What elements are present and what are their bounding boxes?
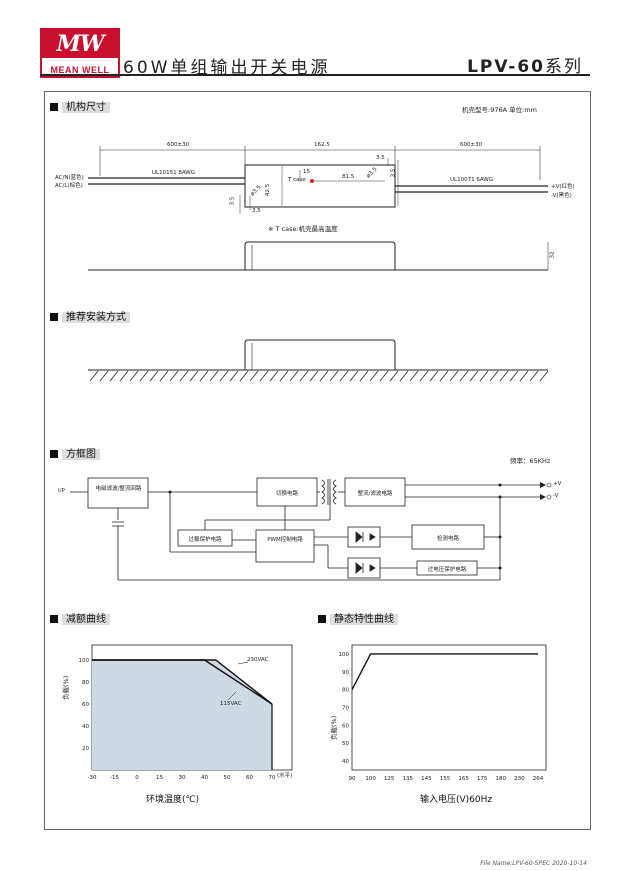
static-ytick: 50: [342, 741, 349, 747]
spec-frame: [44, 91, 591, 830]
static-xlabel: 输入电压(V)60Hz: [420, 795, 493, 805]
static-ytick: 80: [342, 688, 349, 694]
output-vplus: +V: [553, 481, 562, 487]
derating-area: [92, 660, 272, 770]
tcase-label: T case: [288, 177, 306, 183]
label-leader-115: [227, 691, 237, 701]
case-info: 机壳型号:976A 单位:mm: [462, 106, 537, 114]
vminus-label: -V(黑色): [551, 193, 572, 199]
acl-label: AC/L(棕色): [55, 183, 83, 189]
derating-xtick: 70: [269, 775, 276, 781]
section-derating: 减额曲线: [50, 610, 110, 625]
static-xtick: 165: [458, 776, 469, 782]
static-xtick: 90: [349, 776, 356, 782]
static-ytick: 100: [339, 652, 350, 658]
ovp-block: 过电压保护电路: [427, 567, 467, 573]
switching-block: 切换电路: [275, 491, 298, 497]
switching-frequency: 频率：65KHz: [510, 457, 551, 465]
static-ytick: 90: [342, 670, 349, 676]
meanwell-logo: MW MEAN WELL: [40, 28, 120, 78]
static-xtick: 155: [440, 776, 451, 782]
static-ytick: 60: [342, 723, 349, 729]
rectifier-block: 整流/滤波电路: [357, 491, 393, 497]
derating-xlabel: 环境温度(℃): [146, 795, 200, 805]
derating-xtick: -15: [110, 775, 119, 781]
static-xtick: 145: [421, 776, 432, 782]
derating-xtick: 30: [179, 775, 186, 781]
label-115vac: 115VAC: [220, 701, 242, 707]
label-230vac: 230VAC: [247, 657, 269, 663]
detection-block: 检测电路: [436, 536, 459, 542]
section-block-diagram: 方框图: [50, 445, 100, 460]
series-model: LPV-60: [467, 57, 545, 77]
tcase-point: [310, 179, 314, 183]
olp-block: 过载保护电路: [188, 537, 222, 543]
derating-xtick: 15: [156, 775, 163, 781]
section-static: 静态特性曲线: [318, 610, 398, 625]
derating-ytick: 40: [82, 724, 89, 730]
dim-815: 81.5: [342, 174, 355, 180]
static-ytick: 40: [342, 759, 349, 765]
cable-left-spec: UL10151 8AWG: [152, 170, 195, 176]
static-xtick: 175: [477, 776, 488, 782]
derating-xtick: 0: [135, 775, 139, 781]
static-xtick: 125: [384, 776, 395, 782]
logo-mark: MW: [42, 30, 118, 58]
dim-15: 15: [303, 169, 310, 175]
derating-ytick: 60: [82, 702, 89, 708]
header-rule: [40, 74, 590, 76]
dim-35-top: 3.5: [376, 155, 385, 161]
input-label: I/P: [58, 488, 65, 494]
acn-label: AC/N(蓝色): [55, 175, 84, 181]
section-mounting: 推荐安装方式: [50, 308, 130, 323]
label-leader-230: [237, 661, 249, 665]
static-xtick: 100: [365, 776, 376, 782]
static-xtick: 264: [533, 776, 544, 782]
tcase-note: ※ T case:机壳最高温度: [268, 225, 338, 233]
derating-ytick: 20: [82, 746, 89, 752]
derating-xunit: (水平): [277, 773, 293, 779]
static-xtick: 180: [496, 776, 507, 782]
derating-xtick: 60: [246, 775, 253, 781]
section-mechanical: 机构尺寸: [50, 98, 110, 113]
series-title: LPV-60系列: [467, 52, 583, 77]
output-vminus: -V: [553, 493, 559, 499]
pwm-block: PWM控制电路: [267, 537, 303, 543]
derating-xtick: 50: [224, 775, 231, 781]
series-suffix: 系列: [545, 57, 583, 77]
dim-35-bottom: 3.5: [252, 208, 261, 214]
logo-wordmark: MEAN WELL: [50, 65, 110, 75]
dim-body-length: 162.5: [314, 142, 330, 148]
page-title: 60W单组输出开关电源: [123, 58, 331, 78]
mounting-surface-hatch: [89, 370, 549, 382]
dim-left-cable: 600±30: [167, 142, 190, 148]
static-xtick: 135: [403, 776, 414, 782]
vplus-label: +V(红色): [551, 184, 575, 190]
derating-ytick: 80: [82, 680, 89, 686]
derating-ytick: 100: [79, 658, 90, 664]
dim-right-cable: 600±30: [460, 142, 483, 148]
derating-xtick: 40: [201, 775, 208, 781]
footer-filename: File Name:LPV-60-SPEC 2020-10-14: [480, 860, 587, 867]
derating-xtick: -30: [88, 775, 97, 781]
static-ytick: 70: [342, 706, 349, 712]
cable-right-spec: UL10071 6AWG: [450, 177, 493, 183]
static-plot-area: [351, 644, 547, 771]
static-xtick: 230: [514, 776, 525, 782]
static-ylabel: 负载(%): [330, 715, 338, 740]
derating-series-115vac: [92, 659, 273, 705]
emi-filter-block: 电磁滤波/整流回路: [95, 486, 142, 492]
static-series: [351, 653, 538, 690]
